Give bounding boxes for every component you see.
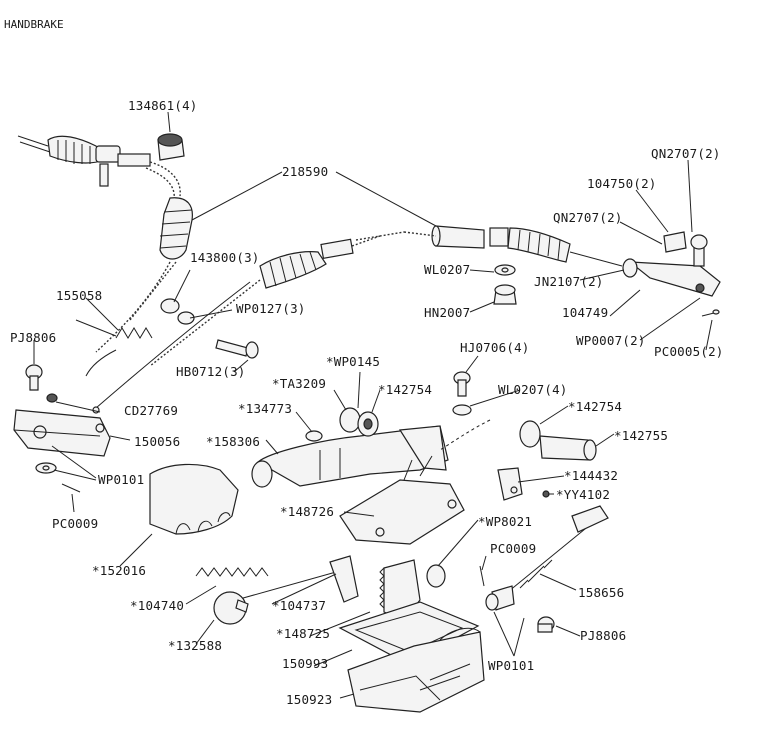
label-142754-upper: *142754 (378, 382, 432, 397)
label-wp8021: *WP8021 (478, 514, 532, 529)
cable-boot-upper (159, 197, 193, 260)
bolt-qn2707 (690, 234, 708, 267)
label-yy4102: *YY4102 (556, 487, 610, 502)
label-104740: *104740 (130, 598, 184, 613)
label-218590: 218590 (282, 164, 328, 179)
nut-hn2007 (493, 284, 517, 305)
washer-142754 (519, 420, 541, 448)
label-104750: 104750(2) (587, 176, 657, 191)
label-qn2707-mid: QN2707(2) (553, 210, 623, 225)
label-wl0207-lower: WL0207(4) (498, 382, 568, 397)
gaiter-150993 (338, 601, 480, 665)
washer-wp0101-right (485, 593, 499, 611)
part-labels: 134861(4) 218590 QN2707(2) 104750(2) QN2… (10, 98, 724, 707)
pin-pj8806-right (537, 616, 555, 633)
bolt-hb0712 (215, 339, 259, 359)
pin-pc0005 (701, 309, 720, 317)
leader-lines (33, 111, 713, 699)
label-wp0145: *WP0145 (326, 354, 380, 369)
label-155058: 155058 (56, 288, 102, 303)
bracket-150056 (13, 409, 111, 457)
label-158306: *158306 (206, 434, 260, 449)
label-hj0706: HJ0706(4) (460, 340, 530, 355)
label-142755: *142755 (614, 428, 668, 443)
washer-wl0207-upper (494, 264, 516, 276)
washer-wp0101-left (35, 462, 57, 474)
knob-132588 (213, 591, 249, 625)
pawl-rod-104737 (235, 555, 359, 603)
label-hn2007: HN2007 (424, 305, 470, 320)
label-qn2707-top: QN2707(2) (651, 146, 721, 161)
label-pj8806-left: PJ8806 (10, 330, 56, 345)
label-150923: 150923 (286, 692, 332, 707)
label-wp0127: WP0127(3) (236, 301, 306, 316)
label-ta3209: *TA3209 (272, 376, 326, 391)
pawl-roller-wp0145 (339, 407, 379, 437)
spring-155058 (75, 319, 153, 377)
label-158656: 158656 (578, 585, 624, 600)
label-wl0207-upper: WL0207 (424, 262, 470, 277)
label-pc0009-left: PC0009 (52, 516, 98, 531)
clevis-pin-142755 (539, 435, 597, 461)
label-pj8806-right: PJ8806 (580, 628, 626, 643)
label-wp0101-left: WP0101 (98, 472, 144, 487)
label-148726: *148726 (280, 504, 334, 519)
pin-pj8806-left (25, 364, 43, 391)
cable-boot-center (259, 238, 354, 289)
grip-152016 (149, 463, 239, 535)
pin-pc0009-right (479, 565, 485, 587)
label-104749: 104749 (562, 305, 608, 320)
clevis-104749 (622, 258, 721, 297)
label-jn2107: JN2107(2) (534, 274, 604, 289)
plate-104750 (663, 231, 687, 253)
label-134773: *134773 (238, 401, 292, 416)
label-wp0101-right: WP0101 (488, 658, 534, 673)
label-wp0007: WP0007(2) (576, 333, 646, 348)
label-cd27769: CD27769 (124, 403, 178, 418)
label-104737: *104737 (272, 598, 326, 613)
label-hb0712: HB0712(3) (176, 364, 246, 379)
label-150056: 150056 (134, 434, 180, 449)
bracket-144432 (497, 467, 523, 501)
label-142754-lower: *142754 (568, 399, 622, 414)
label-152016: *152016 (92, 563, 146, 578)
nut-143800 (160, 298, 195, 325)
label-150993: 150993 (282, 656, 328, 671)
bracket-148726 (339, 455, 465, 545)
diagram-title: HANDBRAKE (4, 18, 64, 31)
bolt-hj0706 (453, 371, 471, 397)
label-pc0009-right: PC0009 (490, 541, 536, 556)
spacer-134773 (305, 430, 323, 442)
label-148725: *148725 (276, 626, 330, 641)
washer-wp8021 (426, 564, 446, 588)
pin-pc0009-left (61, 483, 81, 493)
cable-adjuster-right (431, 225, 571, 263)
rod-158656 (491, 505, 609, 611)
grommet-134861 (157, 133, 185, 161)
label-143800: 143800(3) (190, 250, 260, 265)
boot-150923 (347, 627, 485, 713)
spring-104740 (195, 567, 269, 577)
label-144432: *144432 (564, 468, 618, 483)
label-pc0005: PC0005(2) (654, 344, 724, 359)
lever-158306 (251, 425, 449, 488)
handbrake-cable-assembly (17, 135, 623, 409)
washer-wl0207-lower (452, 404, 472, 416)
cable-boot-left (47, 135, 151, 187)
label-134861: 134861(4) (128, 98, 198, 113)
label-132588: *132588 (168, 638, 222, 653)
